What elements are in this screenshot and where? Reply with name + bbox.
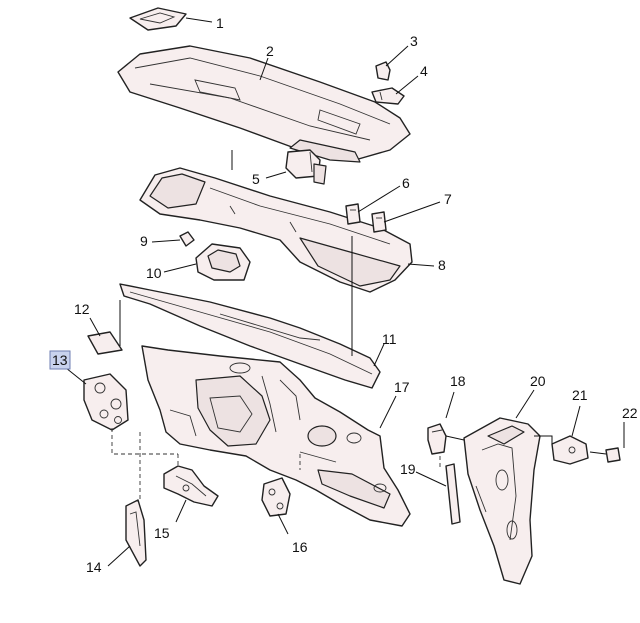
callout-labels: 1 2 3 4 5 6 7 8 9 10 11 12 13 14 15 16 1… [49,15,638,575]
part-15-mount-bracket [163,465,219,507]
callout-17: 17 [394,379,410,395]
part-5-bracket [285,149,327,185]
callout-18: 18 [450,373,466,389]
assembly-lines [119,150,607,455]
part-2-upper-cowl-panel [117,45,411,163]
part-7-clip [371,211,387,233]
callout-19: 19 [400,461,416,477]
part-6-clip [345,203,361,225]
callout-20: 20 [530,373,546,389]
callout-9: 9 [140,233,148,249]
part-12-plate [87,331,123,355]
part-4-bracket [371,87,405,105]
callout-11: 11 [382,331,397,347]
callout-21: 21 [572,387,588,403]
callout-4: 4 [420,63,428,79]
part-18-latch [427,423,447,455]
part-9-retainer [179,231,195,247]
part-17-dash-panel [141,345,411,527]
part-1-plate [129,7,187,31]
part-8-lower-cowl-panel [139,167,413,293]
assembly-dashed-lines [111,428,441,500]
callout-16: 16 [292,539,308,555]
part-20-hinge-pillar [463,417,541,585]
part-3-clip [375,61,391,81]
callout-15: 15 [154,525,170,541]
callout-2: 2 [266,43,274,59]
part-11-dash-extension [119,283,381,389]
callout-6: 6 [402,175,410,191]
part-14-side-bracket [125,499,147,567]
callout-13-highlight [49,350,71,370]
callout-22: 22 [622,405,638,421]
part-21-bracket [551,435,589,465]
callout-1: 1 [216,15,224,31]
part-22-bolt [605,447,621,463]
part-16-mount-plate [261,477,291,517]
callout-leaders [65,17,625,567]
callout-13: 13 [52,352,68,368]
part-19-strip [445,463,461,525]
callout-7: 7 [444,191,452,207]
callout-12: 12 [74,301,90,317]
part-13-reinforcement [83,373,129,431]
callout-10: 10 [146,265,162,281]
callout-14: 14 [86,559,102,575]
part-10-seal [195,243,251,281]
callout-8: 8 [438,257,446,273]
callout-5: 5 [252,171,260,187]
callout-3: 3 [410,33,418,49]
